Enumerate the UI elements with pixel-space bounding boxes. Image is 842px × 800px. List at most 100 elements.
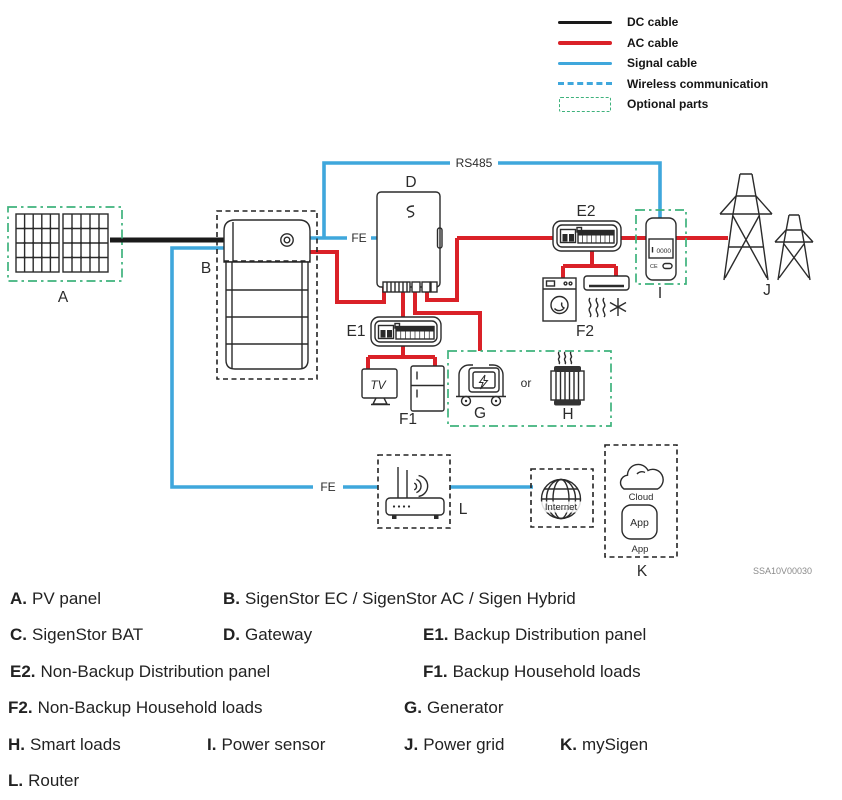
- node-label-b: B: [201, 260, 211, 277]
- mysigen: Cloud App App K: [604, 444, 678, 580]
- sigenergy-logo-icon: [406, 205, 415, 218]
- app-icon: [621, 504, 658, 540]
- backup-distribution-panel: E1: [347, 316, 442, 347]
- generator-hub-right: [494, 399, 498, 403]
- router-dashed-box: [377, 454, 451, 529]
- internet-label: Internet: [545, 502, 578, 513]
- gateway-port-block-1: [382, 281, 411, 293]
- app-icon-label: App: [630, 517, 649, 529]
- sigenstor-unit: B: [201, 210, 318, 380]
- wiring-diagram: RS485 FE FE A B: [7, 155, 814, 580]
- heater-top-cap: [554, 366, 581, 372]
- router-antennas: [397, 467, 408, 498]
- fe-top-label: FE: [351, 231, 366, 245]
- legend-row-ac: AC cable: [558, 33, 768, 54]
- e1-main-switch-2: [387, 330, 392, 338]
- key-item-f2: F2.Non-Backup Household loads: [8, 698, 263, 717]
- wireless-dashed-line-icon: [558, 82, 612, 86]
- legend-row-optional: Optional parts: [558, 94, 768, 115]
- washer-knob-2: [568, 281, 573, 286]
- router-body: [385, 497, 445, 516]
- gh-optional-box: [447, 350, 612, 427]
- node-label-a: A: [58, 289, 69, 306]
- e1-main-switch-1: [380, 330, 386, 338]
- node-label-e1: E1: [347, 323, 366, 340]
- node-label-k: K: [637, 563, 648, 580]
- snowflake-icon: [609, 298, 627, 316]
- gateway-body: [376, 191, 441, 288]
- wifi-icon: [413, 474, 429, 498]
- heat-waves-icon: [588, 297, 606, 318]
- key-item-k: K.mySigen: [560, 735, 649, 754]
- inverter-logo-inner: [283, 236, 291, 244]
- legend-label: Wireless communication: [627, 76, 769, 91]
- e2-breaker-dividers: [582, 230, 610, 243]
- washer-door: [550, 295, 569, 315]
- battery-rails: [231, 262, 303, 369]
- gateway-port-teeth: [386, 282, 408, 292]
- sensor-body: [645, 217, 677, 281]
- tv-stand: [371, 397, 390, 406]
- nonbackup-loads: F2: [542, 275, 630, 340]
- legend-label: Optional parts: [627, 97, 709, 112]
- node-label-f1: F1: [399, 411, 417, 428]
- gateway-port-block-3: [421, 281, 431, 293]
- sensor-optional-box: [635, 209, 687, 285]
- drawing-code: SSA10V00030: [753, 566, 812, 576]
- pv-panel: A: [7, 206, 123, 306]
- rs485-label-bg: [450, 155, 498, 171]
- grid-tower-small: [774, 214, 814, 281]
- node-label-l: L: [459, 501, 468, 518]
- ac-cable-line-icon: [558, 41, 612, 45]
- generator-hub-left: [464, 399, 468, 403]
- ac-cable-b-to-gateway: [310, 250, 386, 304]
- fridge-details: [411, 371, 444, 398]
- pv-optional-box: [7, 206, 123, 282]
- ac-unit-body: [583, 275, 630, 291]
- dc-cable-line-icon: [558, 20, 612, 24]
- router-foot-left: [392, 515, 397, 519]
- node-label-g: G: [474, 405, 486, 422]
- fridge-body: [410, 365, 445, 412]
- key-item-e2: E2.Non-Backup Distribution panel: [10, 662, 271, 681]
- router-foot-right: [434, 515, 439, 519]
- inverter-body: [223, 219, 311, 263]
- signal-cable-to-router: [170, 246, 378, 489]
- legend-label: Signal cable: [627, 56, 698, 71]
- power-grid: J: [719, 173, 814, 299]
- node-label-d: D: [405, 174, 416, 191]
- internet: Internet: [530, 468, 594, 528]
- node-label-e2: E2: [577, 203, 596, 220]
- key-item-f1: F1.Backup Household loads: [423, 662, 641, 681]
- e2-main-switch-1: [562, 234, 568, 242]
- legend-label: DC cable: [627, 15, 679, 30]
- power-sensor: 0000 CE I: [635, 209, 687, 302]
- backup-loads: TV F1: [361, 365, 445, 428]
- smart-load-heater: H: [550, 351, 585, 423]
- node-label-j: J: [763, 282, 771, 299]
- sensor-display-value: 0000: [657, 248, 672, 255]
- battery-stack: [225, 261, 309, 370]
- ac-cable-gateway-generator: [413, 287, 482, 351]
- battery-module-lines: [226, 289, 308, 345]
- sensor-button: [662, 262, 673, 270]
- key-item-g: G.Generator: [404, 698, 504, 717]
- tv-label: TV: [370, 378, 386, 392]
- legend-row-wireless: Wireless communication: [558, 74, 768, 95]
- key-item-a: A.PV panel: [10, 589, 101, 608]
- legend-row-signal: Signal cable: [558, 53, 768, 74]
- mysigen-dashed-box: [604, 444, 678, 558]
- washer-display: [545, 280, 556, 287]
- sensor-ce-mark: CE: [650, 264, 658, 270]
- node-label-i: I: [658, 285, 662, 302]
- key-item-e1: E1.Backup Distribution panel: [423, 625, 647, 644]
- or-label: or: [521, 376, 532, 390]
- washer-knob-1: [563, 281, 568, 286]
- cloud-label: Cloud: [629, 492, 654, 503]
- heater-bottom-cap: [554, 400, 581, 406]
- wire-labels: RS485 FE FE: [313, 155, 498, 494]
- e1-main-breaker: [377, 324, 395, 340]
- ac-cable-gateway-e2: [425, 238, 459, 302]
- inverter-logo-icon: [280, 233, 294, 247]
